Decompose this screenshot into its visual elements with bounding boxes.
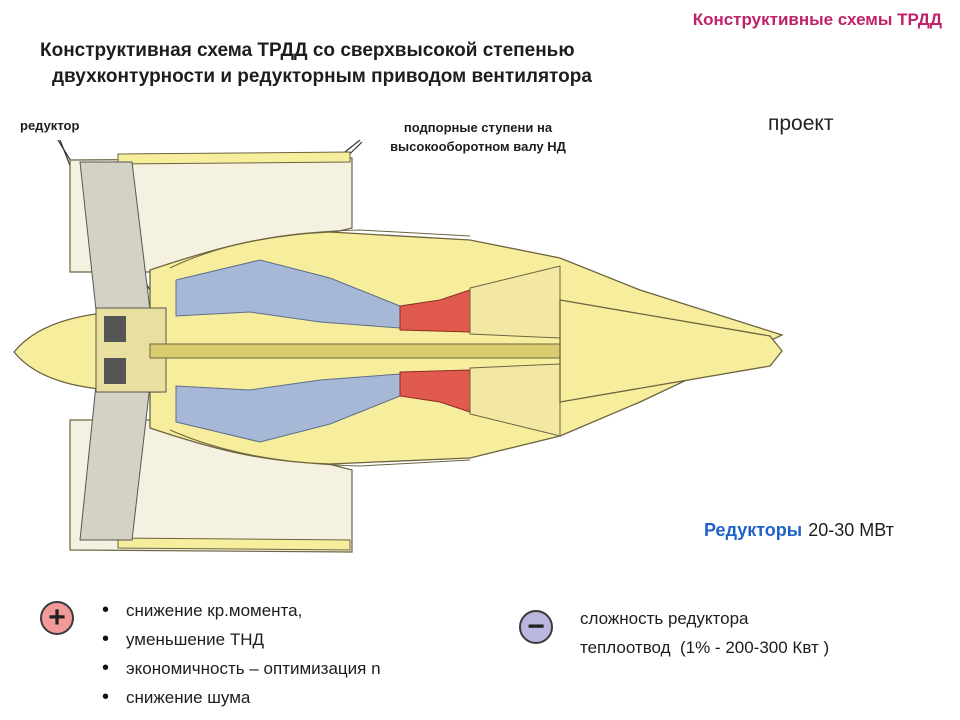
project-label: проект bbox=[768, 112, 834, 135]
engine-cross-section bbox=[13, 140, 784, 553]
fan-blades bbox=[79, 161, 151, 541]
advantage-item: экономичность – оптимизация n bbox=[100, 654, 381, 683]
advantages-list: снижение кр.момента, уменьшение ТНД экон… bbox=[100, 596, 381, 712]
splitter-lower bbox=[169, 429, 471, 467]
minus-icon: − bbox=[519, 610, 553, 644]
page-title: Конструктивная схема ТРДД со сверхвысоко… bbox=[40, 38, 660, 90]
disadvantage-item: сложность редуктора bbox=[580, 609, 749, 628]
reductor-label: редуктор bbox=[20, 118, 80, 133]
lp-turbine-lower bbox=[469, 363, 561, 437]
gearbox-gear-lower bbox=[104, 358, 126, 384]
advantage-item: уменьшение ТНД bbox=[100, 625, 381, 654]
booster-stages-label-line-2: высокооборотном валу НД bbox=[390, 139, 566, 154]
advantage-item: снижение кр.момента, bbox=[100, 596, 381, 625]
gearbox-power-value: 20-30 МВт bbox=[808, 520, 894, 540]
booster-stages-label-line-1: подпорные ступени на bbox=[403, 120, 553, 135]
hp-turbine bbox=[399, 289, 471, 413]
nacelle-bottom-band bbox=[117, 537, 351, 551]
gearbox-power-label: Редукторы bbox=[704, 520, 803, 540]
page-title-line-2: двухконтурности и редукторным приводом в… bbox=[52, 66, 592, 87]
advantage-item: снижение шума bbox=[100, 683, 381, 712]
turbine-lower bbox=[399, 369, 471, 413]
lp-turbine bbox=[469, 265, 561, 437]
splitter-upper bbox=[169, 229, 471, 269]
page-title-line-1: Конструктивная схема ТРДД со сверхвысоко… bbox=[40, 40, 575, 61]
booster-compressor bbox=[175, 259, 401, 443]
gearbox-gear-upper bbox=[104, 316, 126, 342]
booster-stages-label: подпорные ступени на высокооборотном вал… bbox=[368, 118, 588, 156]
plus-icon: + bbox=[40, 601, 74, 635]
disadvantages-list: сложность редуктора теплоотвод (1% - 200… bbox=[580, 604, 829, 662]
disadvantage-item: теплоотвод (1% - 200-300 Квт ) bbox=[580, 638, 830, 657]
exhaust-cone bbox=[559, 299, 783, 403]
section-title: Конструктивные схемы ТРДД bbox=[692, 10, 942, 29]
nacelle-top-band bbox=[117, 151, 351, 165]
